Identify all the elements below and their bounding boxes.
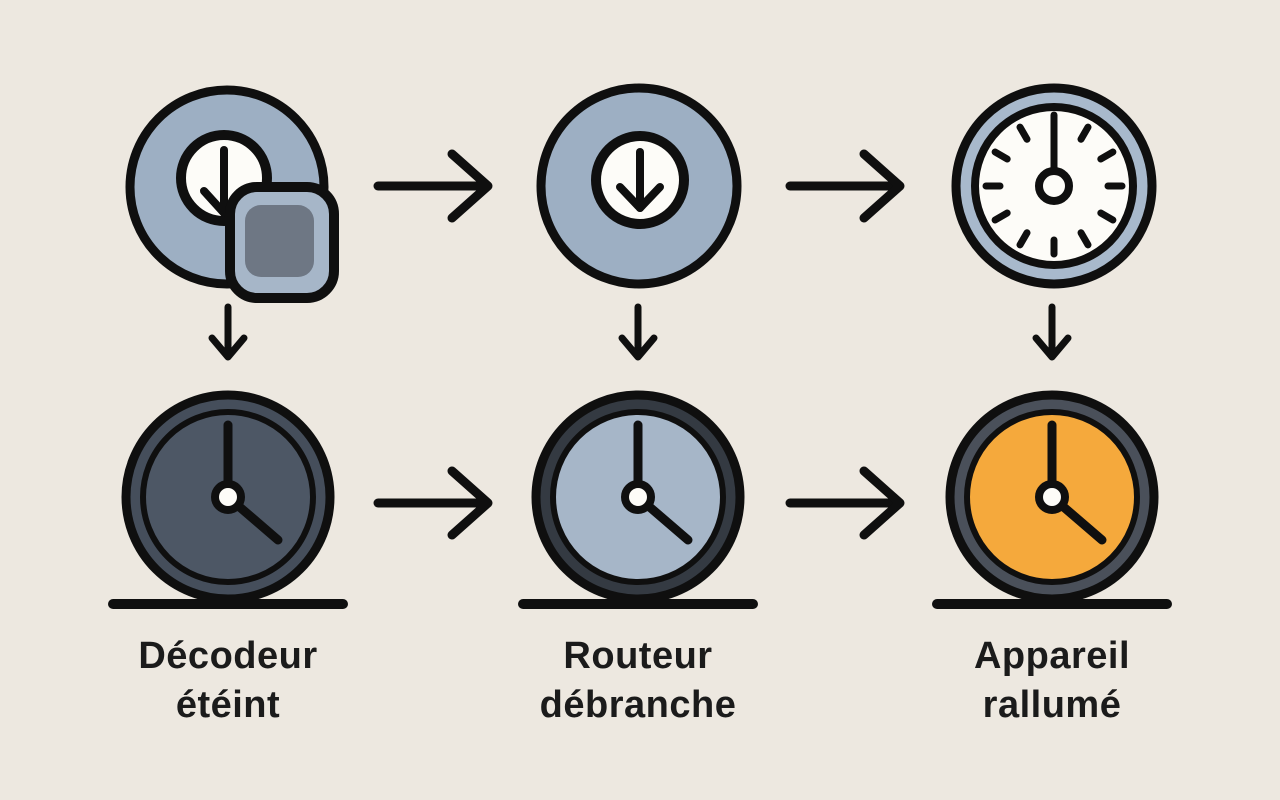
step-label-line: rallumé	[982, 684, 1122, 726]
arrow-right-icon	[785, 149, 905, 223]
wall-clock-blue-icon	[531, 390, 745, 604]
clock-hub	[211, 480, 245, 514]
arrow-right-icon	[373, 466, 493, 540]
step-label-line: étéint	[175, 684, 281, 726]
step-label-routeur: Routeur débranche	[448, 632, 828, 730]
arrow-down-icon	[208, 303, 248, 361]
power-button-device-icon	[125, 85, 339, 303]
step-label-line: Décodeur	[138, 635, 318, 677]
power-button-icon	[536, 83, 742, 289]
step-label-decodeur: Décodeur étéint	[38, 632, 418, 730]
step-label-line: débranche	[539, 684, 737, 726]
clock-tick-marks	[982, 123, 1126, 258]
step-label-line: Appareil	[973, 635, 1131, 677]
clock-hub	[621, 480, 655, 514]
device-screen	[245, 205, 314, 277]
clock-hub	[1035, 167, 1073, 205]
clock-noon-icon	[951, 83, 1157, 289]
step-label-appareil: Appareil rallumé	[862, 632, 1242, 730]
arrow-down-icon	[1032, 303, 1072, 361]
wall-clock-orange-icon	[945, 390, 1159, 604]
arrow-right-icon	[785, 466, 905, 540]
clock-hub	[1035, 480, 1069, 514]
step-label-line: Routeur	[563, 635, 713, 677]
wall-clock-dark-icon	[121, 390, 335, 604]
arrow-right-icon	[373, 149, 493, 223]
arrow-down-icon	[618, 303, 658, 361]
